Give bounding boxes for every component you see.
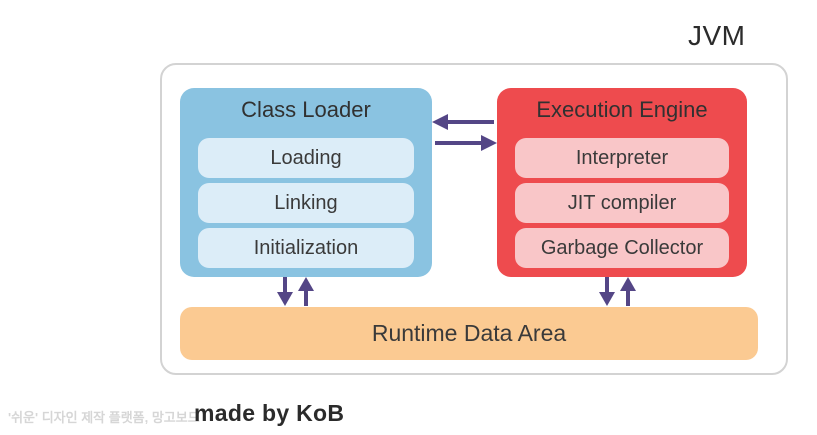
arrow-right-icon (435, 135, 497, 151)
arrow-up-icon (298, 277, 314, 306)
diagram-title: JVM (688, 20, 746, 51)
execution-engine-item-garbage-collector: Garbage Collector (515, 228, 729, 268)
credit-text: made by KoB (194, 400, 345, 426)
class-loader-title: Class Loader (241, 97, 371, 122)
class-loader-box: Class Loader Loading Linking Initializat… (180, 88, 432, 277)
watermark-text: '쉬운' 디자인 제작 플랫폼, 망고보드 (8, 410, 200, 425)
class-loader-item-linking: Linking (198, 183, 414, 223)
class-loader-item-loading: Loading (198, 138, 414, 178)
arrow-left-icon (432, 114, 494, 130)
class-loader-item-initialization: Initialization (198, 228, 414, 268)
execution-engine-item-jit-compiler: JIT compiler (515, 183, 729, 223)
execution-engine-runtime-arrows-icon (599, 277, 636, 306)
arrow-up-icon (620, 277, 636, 306)
arrow-down-icon (277, 277, 293, 306)
class-loader-runtime-arrows-icon (277, 277, 314, 306)
execution-engine-box: Execution Engine Interpreter JIT compile… (497, 88, 747, 277)
runtime-data-area-box: Runtime Data Area (180, 307, 758, 360)
execution-engine-title: Execution Engine (536, 97, 708, 122)
execution-engine-item-interpreter: Interpreter (515, 138, 729, 178)
arrow-down-icon (599, 277, 615, 306)
module-exchange-arrows-icon (432, 114, 497, 151)
